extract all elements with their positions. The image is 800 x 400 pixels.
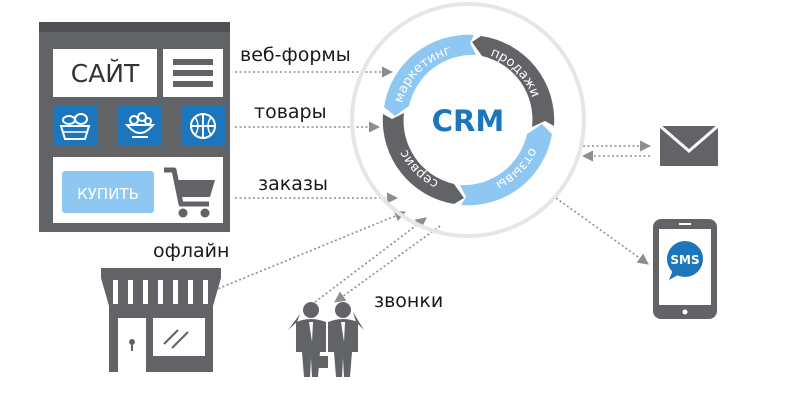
arrow-to-sms	[555, 197, 649, 265]
crm-wheel	[350, 2, 586, 238]
basketball-icon	[181, 106, 225, 146]
site-logo-text: САЙТ	[71, 59, 140, 88]
bread-basket-icon	[53, 106, 97, 146]
flow-label-calls: звонки	[374, 290, 444, 312]
salad-bowl-icon	[118, 106, 162, 146]
flow-label-web-forms: веб-формы	[240, 44, 351, 66]
segment-marketing	[384, 34, 476, 116]
cart-icon	[164, 167, 215, 218]
segment-reviews	[460, 124, 552, 206]
flow-label-goods: товары	[254, 101, 327, 123]
segment-service	[382, 113, 464, 204]
arrow-call-2	[334, 225, 441, 303]
list-icon	[163, 49, 223, 97]
crm-core	[410, 62, 526, 178]
flow-label-orders: заказы	[258, 173, 328, 195]
website-panel	[39, 22, 230, 232]
smartphone-icon	[653, 219, 717, 319]
businessman-icon	[288, 302, 328, 377]
arrow-call-1	[314, 217, 427, 303]
sms-bubble-icon	[667, 241, 703, 280]
businessman-icon	[328, 302, 364, 377]
flow-arrows	[209, 66, 652, 303]
flow-label-offline: офлайн	[153, 240, 230, 262]
site-logo-box	[53, 49, 157, 97]
crm-center-label: CRM	[432, 104, 504, 138]
shop-icon	[101, 268, 221, 372]
arrow-offline	[209, 210, 407, 293]
mail-envelope-icon	[659, 124, 719, 166]
buy-button[interactable]	[62, 171, 154, 213]
buy-button-label: КУПИТЬ	[77, 185, 139, 203]
sms-badge-label: SMS	[670, 253, 699, 267]
segment-sales	[472, 36, 555, 127]
